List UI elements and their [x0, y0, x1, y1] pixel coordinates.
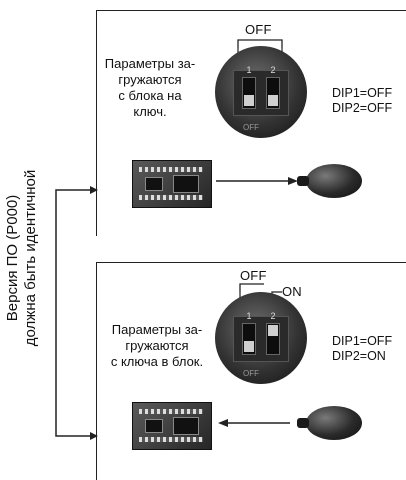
top-panel-description: Параметры за- гружаются с блока на ключ. [98, 56, 202, 120]
bottom-off-label: OFF [240, 268, 267, 283]
bottom-dip-switch-photo: 1 2 OFF [215, 292, 307, 384]
top-control-board-image [132, 160, 212, 208]
bottom-control-board-image [132, 402, 212, 450]
top-dip-status: DIP1=OFF DIP2=OFF [332, 86, 392, 116]
bottom-copy-key-image [306, 406, 362, 440]
bottom-dip-status: DIP1=OFF DIP2=ON [332, 334, 392, 364]
top-copy-key-image [306, 164, 362, 198]
top-dip-switch-photo: 1 2 OFF [215, 46, 307, 138]
bottom-panel-description: Параметры за- гружаются с ключа в блок. [98, 322, 216, 370]
bottom-on-label: ON [282, 284, 302, 299]
top-off-label: OFF [245, 22, 272, 37]
